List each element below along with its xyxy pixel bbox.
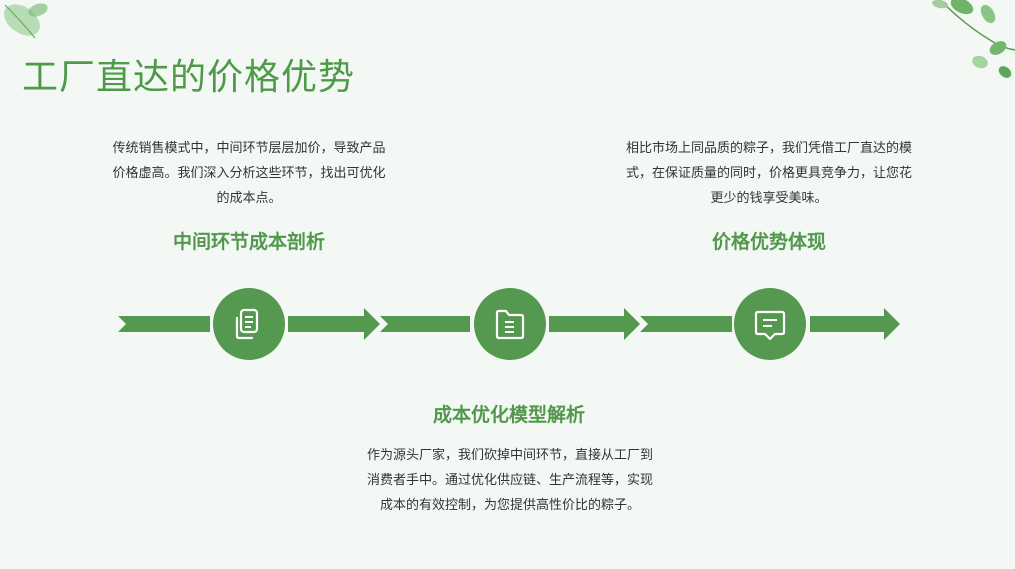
leaf-branch-decoration-icon [932,0,1015,78]
process-flow [118,288,900,360]
cost-analysis-heading: 中间环节成本剖析 [172,231,325,253]
price-advantage-heading: 价格优势体现 [711,231,826,253]
arrow-segment [810,308,900,340]
cost-model-description: 作为源头厂家，我们砍掉中间环节，直接从工厂到消费者手中。通过优化供应链、生产流程… [366,448,653,513]
cost-model-heading: 成本优化模型解析 [432,404,585,426]
folder-icon [474,288,546,360]
message-icon [734,288,806,360]
arrow-segment [288,308,380,340]
arrow-segment [640,316,732,332]
document-icon [213,288,285,360]
page-title: 工厂直达的价格优势 [22,57,356,98]
arrow-segment [118,316,210,332]
cost-analysis-description: 传统销售模式中，中间环节层层加价，导致产品价格虚高。我们深入分析这些环节，找出可… [112,141,386,206]
leaf-decoration-icon [3,3,48,39]
arrow-segment [380,316,470,332]
arrow-segment [549,308,640,340]
price-advantage-description: 相比市场上同品质的粽子，我们凭借工厂直达的模式，在保证质量的同时，价格更具竞争力… [625,141,912,206]
